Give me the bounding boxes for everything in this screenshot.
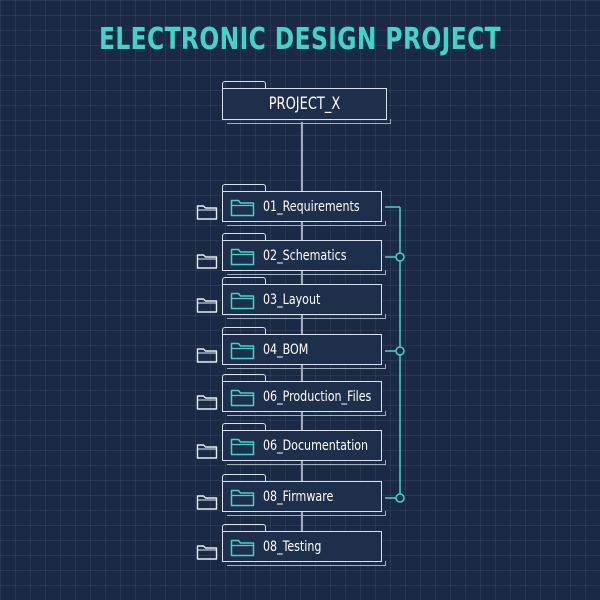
folder-item-06-production-files[interactable]: 06_Production_Files bbox=[221, 374, 386, 416]
root-folder-label: PROJECT_X bbox=[268, 94, 341, 114]
folder-icon bbox=[230, 246, 256, 266]
side-folder-icon bbox=[196, 252, 218, 270]
connector-node bbox=[395, 252, 405, 262]
folder-item-label: 03_Layout bbox=[263, 292, 321, 308]
side-folder-icon bbox=[196, 296, 218, 314]
side-folder-icon bbox=[196, 493, 218, 511]
folder-icon bbox=[230, 436, 256, 456]
side-folder-icon bbox=[196, 393, 218, 411]
folder-item-02-schematics[interactable]: 02_Schematics bbox=[221, 233, 386, 275]
folder-item-08-testing[interactable]: 08_Testing bbox=[221, 524, 386, 566]
side-folder-icon bbox=[196, 203, 218, 221]
folder-item-label: 04_BOM bbox=[263, 342, 309, 358]
side-folder-icon bbox=[196, 442, 218, 460]
connector-node bbox=[395, 493, 405, 503]
folder-item-04-bom[interactable]: 04_BOM bbox=[221, 327, 386, 369]
folder-item-01-requirements[interactable]: 01_Requirements bbox=[221, 184, 386, 226]
folder-icon bbox=[230, 487, 256, 507]
folder-item-03-layout[interactable]: 03_Layout bbox=[221, 277, 386, 319]
folder-icon bbox=[230, 197, 256, 217]
folder-item-label: 06_Production_Files bbox=[263, 389, 372, 405]
connector-node bbox=[395, 346, 405, 356]
side-folder-icon bbox=[196, 346, 218, 364]
folder-item-label: 06_Documentation bbox=[263, 438, 369, 454]
side-folder-icon bbox=[196, 543, 218, 561]
folder-item-label: 08_Firmware bbox=[263, 489, 334, 505]
folder-icon bbox=[230, 340, 256, 360]
folder-icon bbox=[230, 387, 256, 407]
folder-item-label: 01_Requirements bbox=[263, 199, 360, 215]
folder-item-06-documentation[interactable]: 06_Documentation bbox=[221, 423, 386, 465]
folder-item-label: 02_Schematics bbox=[263, 248, 347, 264]
diagram-title: ELECTRONIC DESIGN PROJECT bbox=[98, 22, 502, 57]
folder-item-08-firmware[interactable]: 08_Firmware bbox=[221, 474, 386, 516]
folder-item-label: 08_Testing bbox=[263, 539, 322, 555]
folder-icon bbox=[230, 290, 256, 310]
root-folder-project-x[interactable]: PROJECT_X bbox=[221, 81, 391, 124]
folder-icon bbox=[230, 537, 256, 557]
